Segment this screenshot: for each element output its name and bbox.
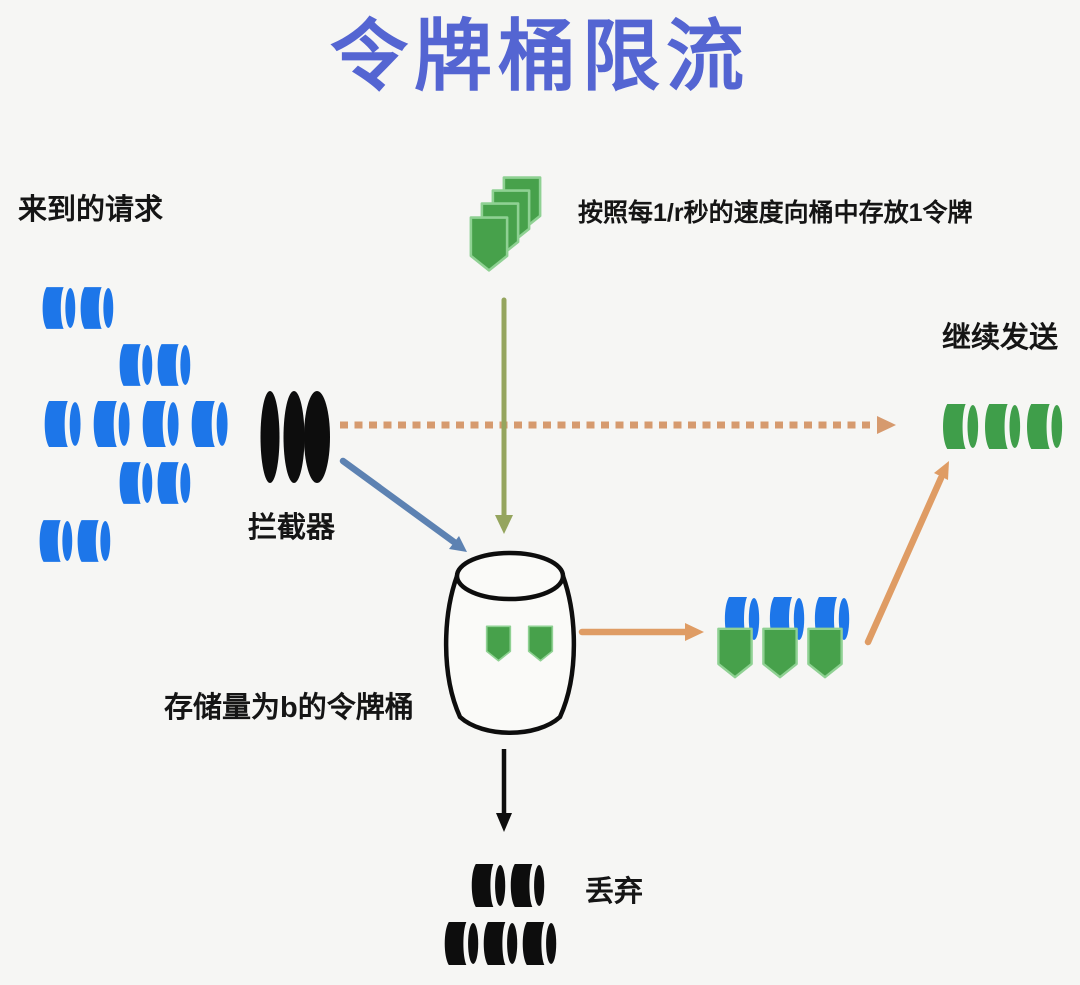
discard-arrow (496, 749, 512, 832)
request-cylinder-icon (87, 400, 132, 448)
request-cylinder-icon (153, 342, 191, 388)
forwarded-request-cylinder-icon (938, 403, 979, 450)
token-refill-arrow (495, 297, 513, 534)
discarded-request-cylinder-icon (440, 920, 479, 967)
send-up-arrow (864, 461, 949, 646)
page-title: 令牌桶限流 (329, 12, 750, 100)
interceptor-icon (260, 391, 330, 483)
bucket-output-arrow (578, 623, 704, 641)
forwarded-request-cylinder-icon (1022, 403, 1063, 450)
discard-label: 丢弃 (585, 876, 644, 908)
token-stack-icon (469, 176, 542, 272)
request-cylinder-icon (115, 342, 153, 388)
request-cylinder-icon (73, 518, 111, 564)
request-cylinder-icon (35, 518, 73, 564)
request-with-token-icon (807, 597, 850, 679)
token-bucket-icon (443, 550, 577, 735)
request-cylinder-icon (38, 285, 76, 331)
request-cylinder-icon (153, 460, 191, 506)
bucket-capacity-label: 存储量为b的令牌桶 (164, 692, 414, 724)
continue-sending-label: 继续发送 (942, 322, 1059, 354)
discarded-request-cylinder-icon (467, 862, 506, 909)
incoming-requests-label: 来到的请求 (18, 194, 164, 226)
dashed-flow-arrow (340, 416, 896, 434)
request-cylinder-icon (136, 400, 181, 448)
discarded-request-cylinder-icon (479, 920, 518, 967)
interceptor-to-bucket-arrow (339, 457, 467, 552)
green-shield-icon (469, 216, 509, 272)
request-cylinder-icon (38, 400, 83, 448)
refill-rate-label: 按照每1/r秒的速度向桶中存放1令牌 (578, 199, 973, 227)
discarded-request-cylinder-icon (506, 862, 545, 909)
interceptor-label: 拦截器 (248, 512, 336, 544)
forwarded-request-cylinder-icon (980, 403, 1021, 450)
discarded-request-cylinder-icon (518, 920, 557, 967)
request-cylinder-icon (76, 285, 114, 331)
request-cylinder-icon (185, 400, 230, 448)
request-cylinder-icon (115, 460, 153, 506)
